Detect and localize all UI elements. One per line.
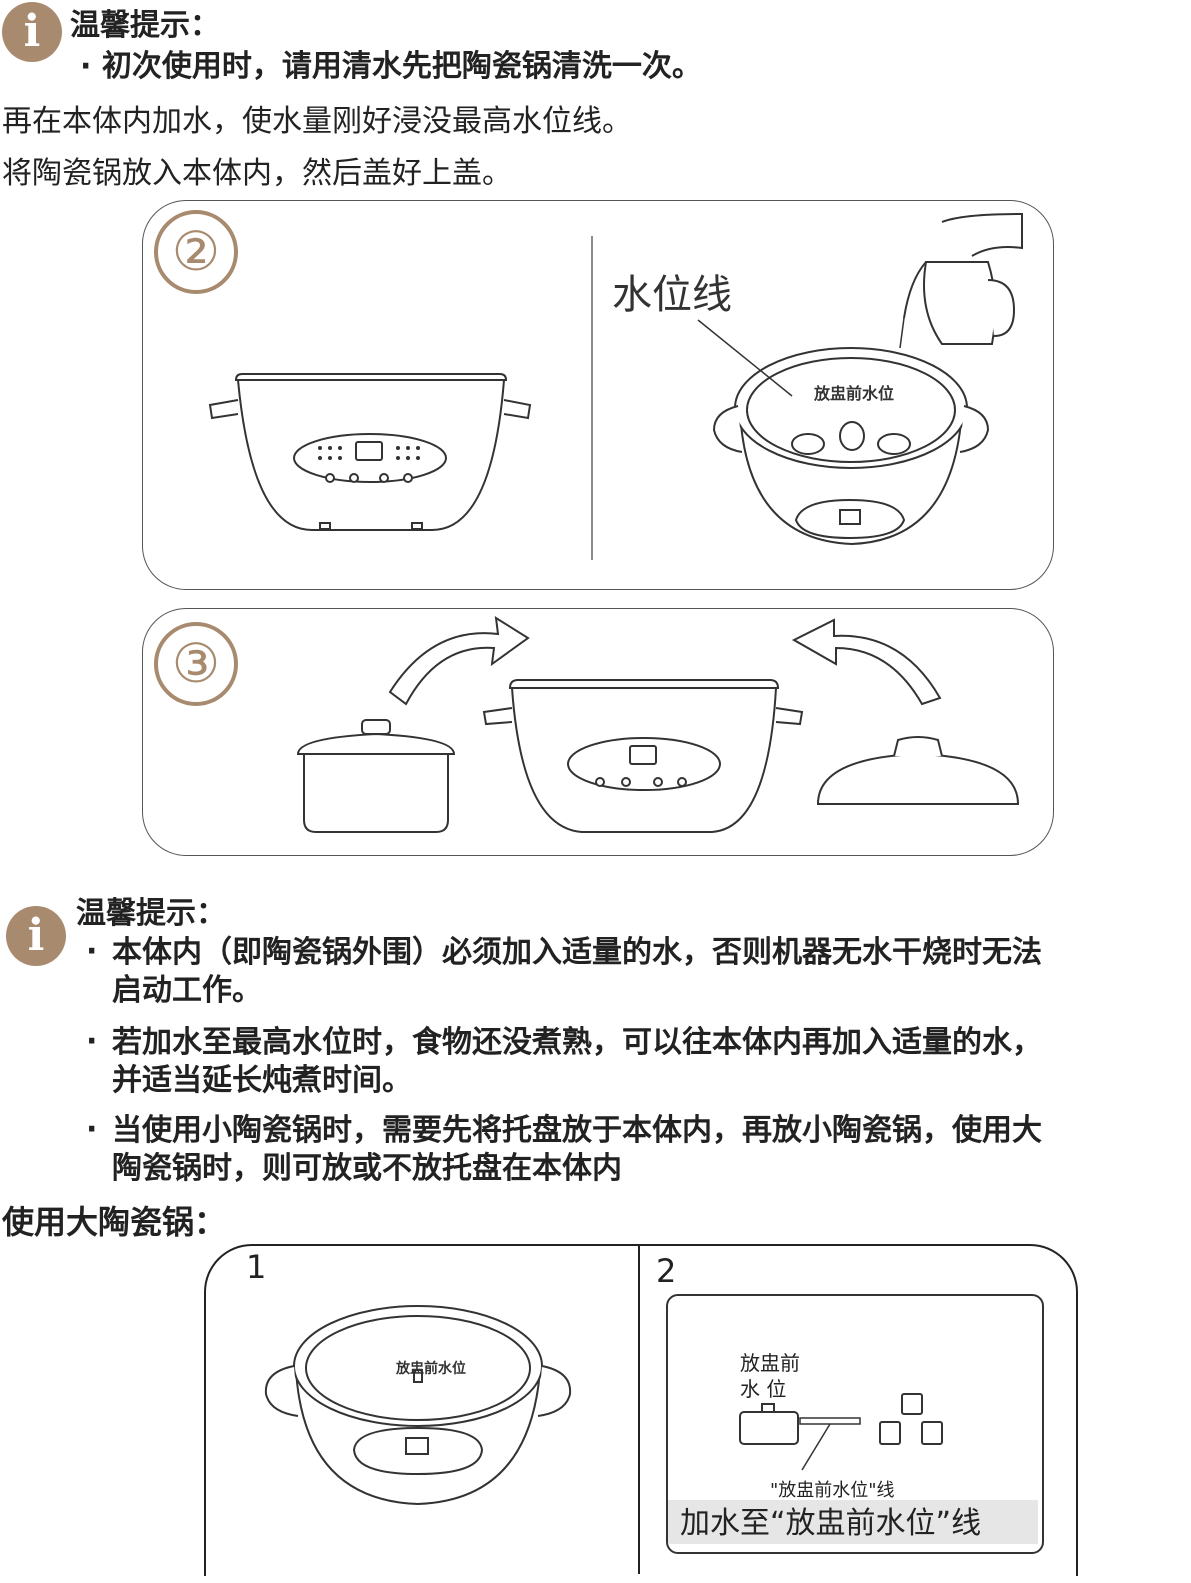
water-line-label: 水位线 — [612, 272, 732, 318]
tip2-bullet-2-line1: 若加水至最高水位时，食物还没煮熟，可以往本体内再加入适量的水， — [112, 1025, 1042, 1060]
cooker-body-icon — [482, 679, 804, 833]
step2-panel — [142, 200, 1054, 590]
info-icon: i — [2, 2, 62, 62]
line-label: "放盅前水位"线 — [770, 1480, 895, 1501]
tip2-title: 温馨提示： — [76, 896, 226, 931]
bullet-dot: · — [86, 1112, 98, 1147]
ceramic-pot-icon — [296, 719, 456, 833]
bullet-dot: · — [80, 49, 92, 84]
step3-illustration — [296, 616, 1020, 833]
tip2-bullet-3-line2: 陶瓷锅时，则可放或不放托盘在本体内 — [112, 1151, 622, 1186]
kettle-icon — [903, 212, 1023, 345]
step2-illustration — [208, 212, 1023, 560]
cooker-body-icon — [208, 373, 532, 531]
panel-divider — [638, 1244, 640, 1574]
caption: 加水至“放盅前水位”线 — [680, 1506, 982, 1541]
large-pot-heading: 使用大陶瓷锅： — [2, 1203, 227, 1241]
small-pots-icon — [879, 1393, 943, 1445]
pot-small-icon — [739, 1403, 799, 1445]
instruction-1: 再在本体内加水，使水量刚好浸没最高水位线。 — [2, 104, 632, 139]
panel1-illustration — [264, 1305, 572, 1506]
bullet-dot: · — [86, 1024, 98, 1059]
tip-title: 温馨提示： — [70, 8, 220, 43]
step2-number: ② — [154, 210, 238, 294]
instruction-2: 将陶瓷锅放入本体内，然后盖好上盖。 — [2, 156, 512, 191]
arrow-left-icon — [791, 618, 942, 706]
water-level-inner-label: 放盅前水位 — [396, 1361, 466, 1377]
water-level-diagram — [666, 1294, 1044, 1554]
panel1-number: 1 — [246, 1248, 267, 1286]
water-level-illustration — [668, 1393, 1038, 1544]
tip2-bullet-2: 若加水至最高水位时，食物还没煮熟，可以往本体内再加入适量的水， 并适当延长炖煮时… — [112, 1024, 1042, 1100]
info-icon: i — [6, 906, 66, 966]
cooker-open-icon — [264, 1305, 572, 1506]
cooker-open-icon — [712, 347, 990, 546]
water-line-mark — [799, 1417, 861, 1425]
tip2-bullet-3: 当使用小陶瓷锅时，需要先将托盘放于本体内，再放小陶瓷锅，使用大 陶瓷锅时，则可放… — [112, 1112, 1042, 1188]
bullet-dot: · — [86, 934, 98, 969]
tip-bullet: · 初次使用时，请用清水先把陶瓷锅清洗一次。 — [80, 48, 702, 86]
water-level-inner-label: 放盅前水位 — [814, 384, 895, 403]
arrow-right-icon — [388, 616, 530, 706]
water-level-label: 放盅前 水 位 — [740, 1350, 800, 1402]
tip2-bullet-1-line2: 启动工作。 — [112, 973, 262, 1008]
tip2-bullet-3-line1: 当使用小陶瓷锅时，需要先将托盘放于本体内，再放小陶瓷锅，使用大 — [112, 1113, 1042, 1148]
tip-bullet-text: 初次使用时，请用清水先把陶瓷锅清洗一次。 — [101, 49, 702, 84]
tip2-bullet-1-line1: 本体内（即陶瓷锅外围）必须加入适量的水，否则机器无水干烧时无法 — [112, 935, 1042, 970]
lid-icon — [816, 736, 1020, 805]
water-level-label-line1: 放盅前 — [740, 1351, 800, 1375]
tip2-bullet-2-line2: 并适当延长炖煮时间。 — [112, 1063, 412, 1098]
step3-number: ③ — [154, 622, 238, 706]
water-level-label-line2: 水 位 — [740, 1377, 787, 1401]
step3-panel — [142, 608, 1054, 856]
tip2-bullet-1: 本体内（即陶瓷锅外围）必须加入适量的水，否则机器无水干烧时无法 启动工作。 — [112, 934, 1042, 1010]
large-pot-panel — [204, 1244, 1078, 1576]
panel2-number: 2 — [656, 1252, 677, 1290]
